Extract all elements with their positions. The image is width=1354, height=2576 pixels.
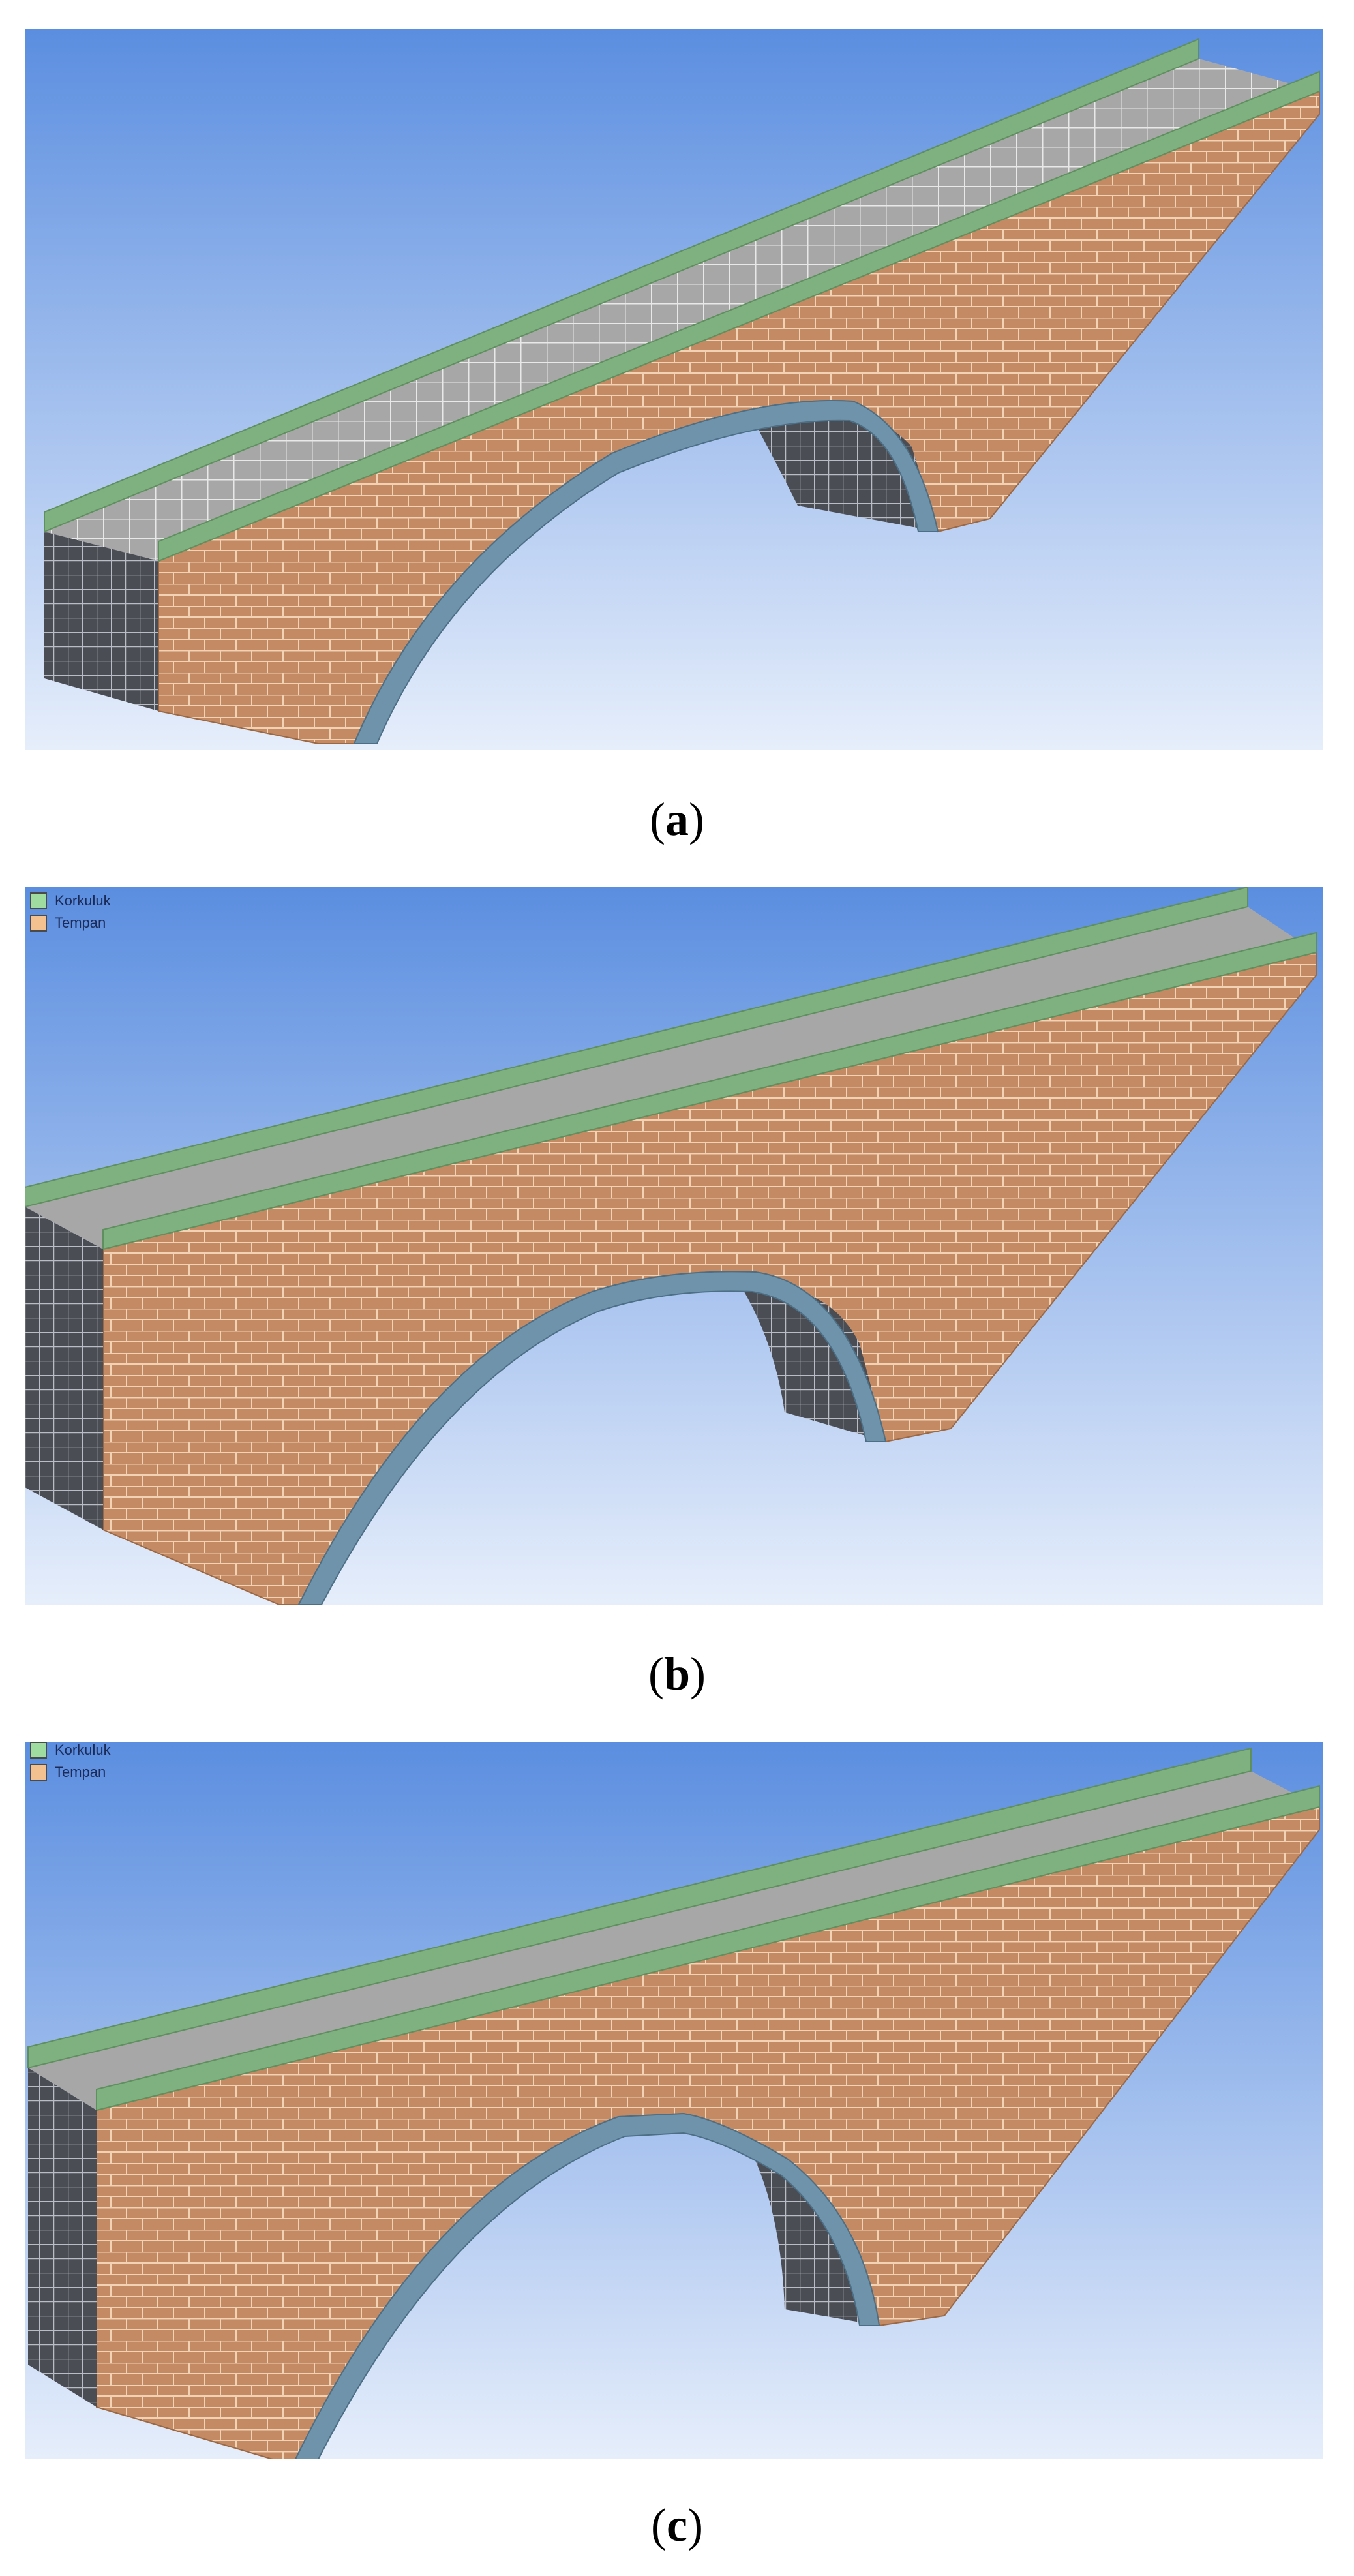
legend-item: Korkuluk [30,1742,111,1761]
bridge-model-c [25,1742,1323,2459]
panel-c: Korkuluk Tempan [25,1742,1323,2459]
legend-swatch-korkuluk [30,892,47,909]
caption-a: (a) [650,793,704,845]
legend-label: Korkuluk [55,1742,111,1758]
arch-intrados [749,2146,879,2326]
arch-ring [297,1271,887,1605]
legend-label: Tempan [55,1764,106,1780]
parapet-front [102,932,1317,1250]
parapet-front [158,70,1320,562]
deck-surface [25,907,1316,1249]
legend-item: Korkuluk [30,890,111,912]
bridge-model-a [25,29,1323,750]
legend: Korkuluk Tempan [30,890,111,934]
deck-surface [44,59,1319,561]
end-face-mesh [28,2068,97,2407]
caption-letter-b: b [663,1648,691,1700]
end-face-mesh [25,1207,103,1530]
caption-c: (c) [651,2499,703,2551]
arch-intrados [742,1287,886,1442]
legend-swatch-korkuluk [30,1742,47,1759]
legend-swatch-tempan [30,915,47,932]
arch-ring [294,2112,880,2459]
caption-letter-a: a [665,793,689,845]
parapet-front [96,1785,1320,2112]
caption-letter-c: c [667,2499,687,2551]
legend-label: Korkuluk [55,892,111,909]
panel-b: Korkuluk Tempan [25,887,1323,1605]
parapet-back [44,38,1199,533]
caption-b: (b) [648,1648,706,1700]
panel-a [25,29,1323,750]
legend-item: Tempan [30,1761,111,1783]
legend-label: Tempan [55,915,106,931]
legend-item: Tempan [30,912,111,934]
legend: Korkuluk Tempan [30,1742,111,1783]
bridge-model-b [25,887,1323,1605]
parapet-back [27,1747,1252,2069]
deck-surface [28,1771,1319,2110]
legend-swatch-tempan [30,1764,47,1781]
parapet-back [25,887,1248,1208]
end-face-mesh [44,532,158,711]
arch-ring [353,400,939,744]
